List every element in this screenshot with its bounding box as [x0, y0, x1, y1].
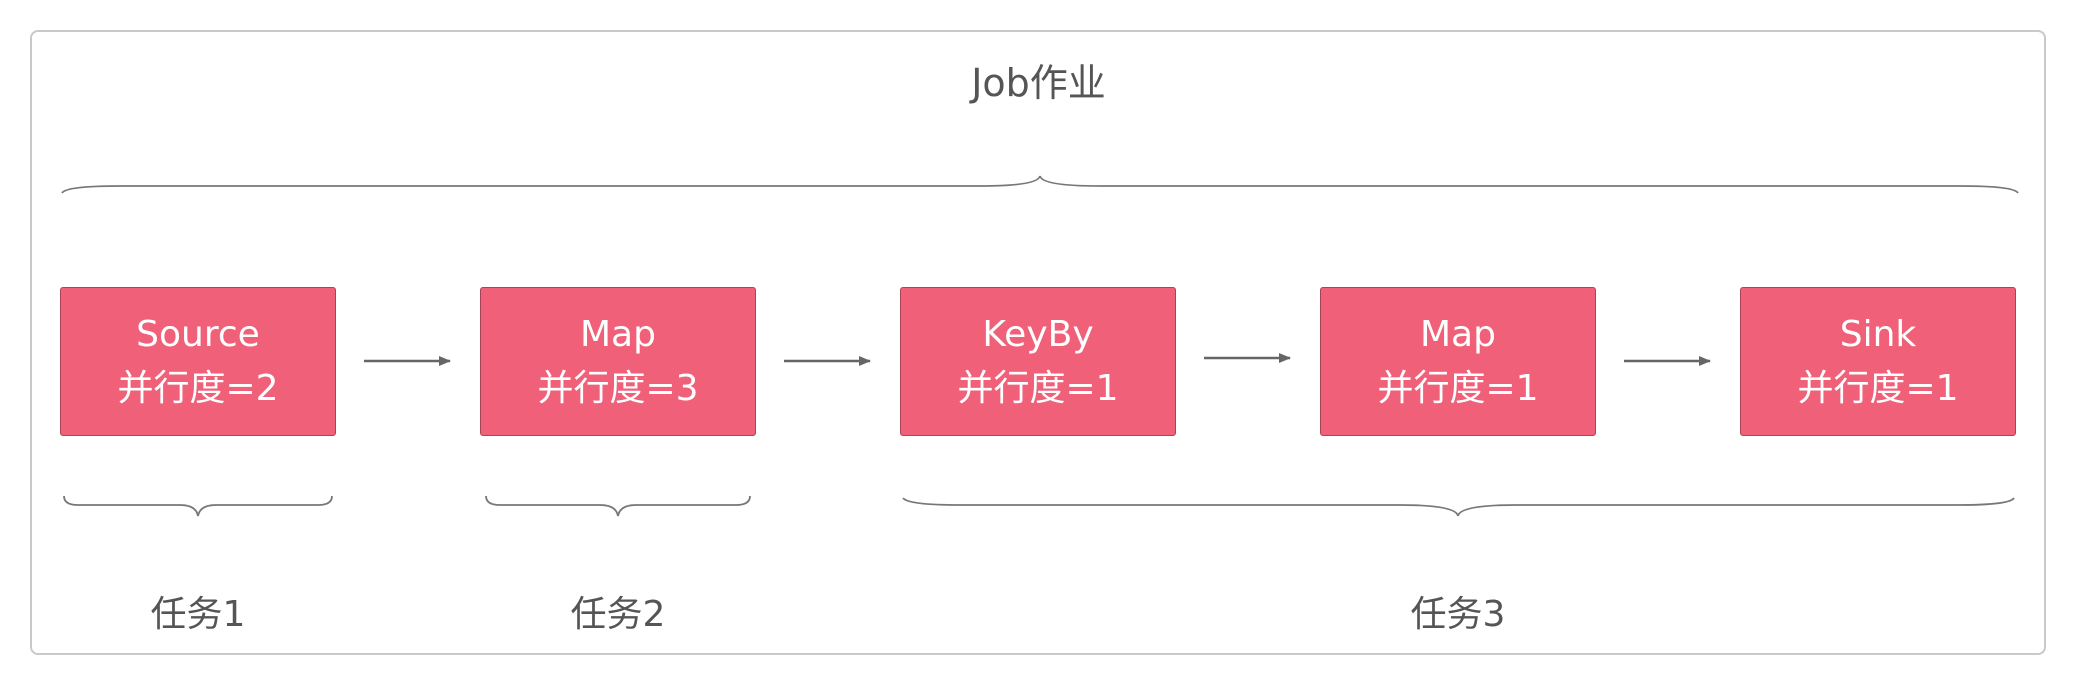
operator-name: Source — [136, 313, 260, 355]
operator-name: Sink — [1839, 313, 1917, 355]
operator-name: Map — [1420, 313, 1496, 355]
job-brace — [61, 175, 2019, 194]
operator-source: Source 并行度=2 — [60, 287, 336, 436]
task-label-2: 任务2 — [570, 594, 666, 635]
task1-brace — [63, 495, 333, 517]
operator-parallelism: 并行度=2 — [117, 367, 279, 409]
task-label-1: 任务1 — [150, 594, 246, 635]
operator-parallelism: 并行度=1 — [957, 367, 1119, 409]
operator-parallelism: 并行度=1 — [1797, 367, 1959, 409]
task3-brace — [902, 497, 2015, 517]
operator-name: KeyBy — [982, 313, 1094, 355]
operator-parallelism: 并行度=1 — [1377, 367, 1539, 409]
operator-parallelism: 并行度=3 — [537, 367, 699, 409]
task2-brace — [485, 495, 751, 517]
operator-keyby: KeyBy 并行度=1 — [900, 287, 1176, 436]
task-label-3: 任务3 — [1410, 594, 1506, 635]
operator-sink: Sink 并行度=1 — [1740, 287, 2016, 436]
job-title: Job作业 — [971, 61, 1106, 105]
operator-name: Map — [580, 313, 656, 355]
operator-map-1: Map 并行度=3 — [480, 287, 756, 436]
operator-map-2: Map 并行度=1 — [1320, 287, 1596, 436]
